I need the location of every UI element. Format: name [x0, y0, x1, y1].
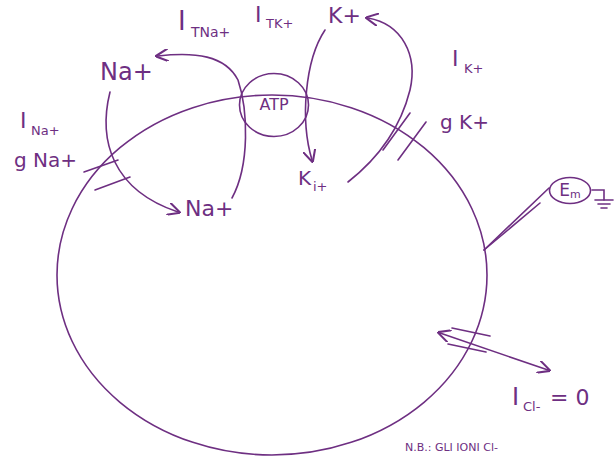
ion-label: I: [452, 48, 459, 70]
ion-label: g Na+: [14, 150, 77, 170]
ion-label: K+: [328, 5, 361, 27]
node-outline: [550, 177, 591, 203]
ion-label: Cl-: [523, 400, 540, 413]
node-outline: [240, 74, 309, 137]
cell-membrane: [57, 95, 487, 455]
ground-symbol: [595, 199, 613, 201]
ion-label: g K+: [440, 112, 489, 132]
ion-label: TK+: [266, 17, 293, 30]
ion-label: Na+: [185, 198, 233, 220]
k-channel: [398, 122, 426, 160]
ion-label: = 0: [550, 387, 589, 409]
ion-label: I: [20, 110, 27, 132]
electrode: [484, 203, 540, 250]
k-current-arrow: [348, 18, 412, 182]
ion-label: K: [298, 168, 311, 188]
ion-label: Na+: [100, 60, 153, 84]
ion-label: Na+: [31, 124, 60, 137]
ground-symbol: [592, 190, 604, 200]
cl-channel: [448, 344, 486, 352]
na-channel: [95, 177, 130, 190]
na-current-arrow: [106, 92, 178, 212]
electrode: [484, 188, 549, 250]
k-channel: [383, 113, 410, 150]
ion-label: TNa+: [191, 25, 230, 39]
ion-label: N.B.: GLI IONI Cl-: [405, 442, 498, 453]
na-pump-arrow: [158, 55, 246, 198]
ion-label: K+: [464, 62, 483, 75]
node-text: ATP: [259, 97, 288, 113]
ion-label: I: [512, 385, 519, 409]
ion-label: I: [178, 8, 186, 34]
cl-current-arrow: [440, 333, 548, 370]
cl-channel: [452, 328, 490, 336]
node-text: m: [570, 189, 581, 200]
na-channel: [84, 160, 118, 172]
ground-symbol: [601, 207, 607, 209]
pump-circle: ATP: [238, 72, 310, 138]
potential-oval: Em: [548, 176, 592, 205]
node-text: E: [559, 182, 570, 199]
ground-symbol: [598, 203, 610, 205]
ion-label: i+: [313, 180, 328, 193]
ion-label: I: [255, 4, 262, 26]
k-pump-arrow: [306, 30, 325, 160]
